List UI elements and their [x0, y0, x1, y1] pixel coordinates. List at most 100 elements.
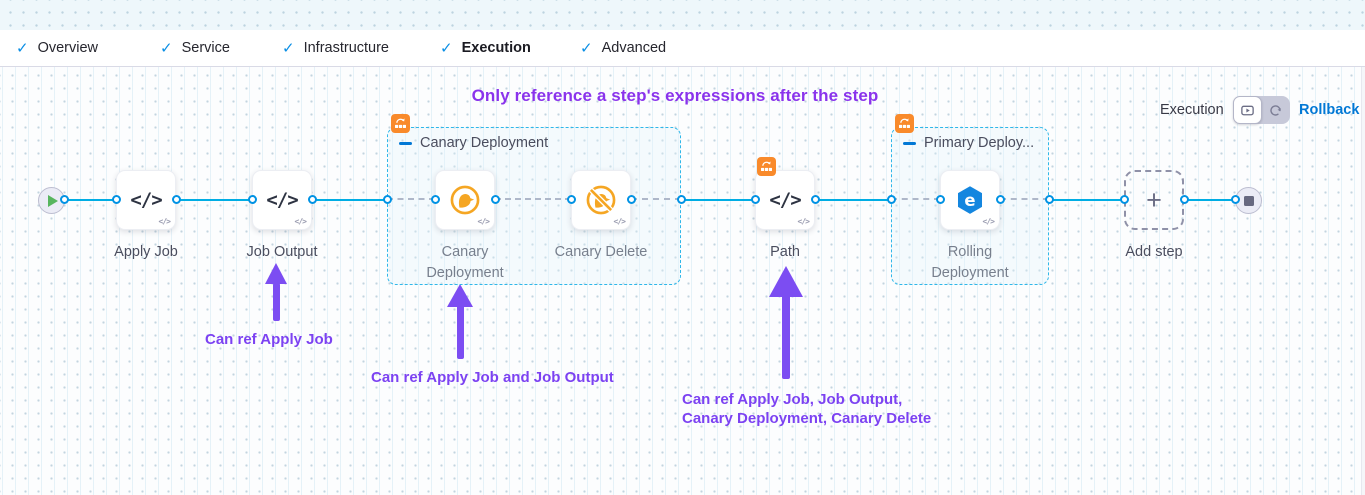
port[interactable]: [751, 195, 760, 204]
check-icon: ✓: [440, 40, 453, 57]
port[interactable]: [491, 195, 500, 204]
port[interactable]: [112, 195, 121, 204]
edge-addstep-end: [1184, 199, 1235, 201]
edge-start-applyjob: [64, 199, 116, 201]
execution-toggle-segment[interactable]: [1233, 96, 1262, 124]
port[interactable]: [936, 195, 945, 204]
tab-label: Overview: [37, 40, 99, 56]
tab-label: Execution: [461, 40, 531, 56]
port[interactable]: [627, 195, 636, 204]
annotation-arrow-icon: [782, 295, 790, 379]
step-group-canary-deployment[interactable]: Canary Deployment: [387, 127, 681, 285]
annotation-ref1: Can ref Apply Job: [205, 331, 333, 348]
tab-infrastructure[interactable]: ✓ Infrastructure: [282, 30, 389, 66]
step-apply-job[interactable]: </> </>: [116, 170, 176, 230]
code-icon: </>: [130, 189, 162, 211]
plus-icon: +: [1146, 184, 1162, 215]
annotation-arrow-icon: [265, 263, 287, 284]
tab-advanced[interactable]: ✓ Advanced: [580, 30, 666, 66]
port[interactable]: [1231, 195, 1240, 204]
collapse-group-icon[interactable]: [399, 141, 412, 145]
execution-graph-canvas[interactable]: [0, 67, 1365, 495]
tab-label: Infrastructure: [303, 40, 389, 56]
port[interactable]: [172, 195, 181, 204]
port[interactable]: [1180, 195, 1189, 204]
edge-primarygroup-rolling: [891, 198, 940, 200]
edge-rolling-groupexit: [1000, 198, 1049, 200]
port[interactable]: [60, 195, 69, 204]
step-group-badge-icon: [757, 157, 776, 176]
group-header: Primary Deploy...: [903, 135, 1034, 151]
code-icon: </>: [266, 189, 298, 211]
canary-delete-icon: [586, 185, 616, 215]
step-group-badge-icon: [391, 114, 410, 133]
edge-canarydelete-groupexit: [631, 198, 681, 200]
check-icon: ✓: [580, 40, 593, 57]
port[interactable]: [1045, 195, 1054, 204]
check-icon: ✓: [16, 40, 29, 57]
edge-applyjob-joboutput: [176, 199, 252, 201]
canvas-annotation-title: Only reference a step's expressions afte…: [471, 86, 879, 105]
port[interactable]: [811, 195, 820, 204]
annotation-ref2: Can ref Apply Job and Job Output: [371, 369, 614, 386]
annotation-ref3: Can ref Apply Job, Job Output, Canary De…: [682, 390, 931, 428]
port[interactable]: [383, 195, 392, 204]
group-name: Primary Deploy...: [924, 135, 1035, 151]
execution-icon: [1240, 105, 1254, 115]
tab-service[interactable]: ✓ Service: [160, 30, 230, 66]
tab-execution[interactable]: ✓ Execution: [440, 30, 531, 66]
rollback-toggle-segment[interactable]: [1262, 96, 1291, 124]
step-label-canary-deployment: Canary Deployment: [426, 244, 504, 281]
edge-primarygroup-addstep: [1049, 199, 1124, 201]
code-badge-icon: </>: [477, 217, 490, 226]
step-label-rolling-deployment: Rolling Deployment: [931, 244, 1009, 281]
code-badge-icon: </>: [158, 217, 171, 226]
step-canary-deployment[interactable]: </>: [435, 170, 495, 230]
edge-path-primarygroup: [815, 199, 891, 201]
edge-canarydeployment-canarydelete: [495, 198, 571, 200]
step-path[interactable]: </> </>: [755, 170, 815, 230]
port[interactable]: [431, 195, 440, 204]
port[interactable]: [1120, 195, 1129, 204]
execution-mode-label: Execution: [1160, 102, 1224, 118]
step-label-job-output: Job Output: [246, 244, 318, 260]
edge-joboutput-canarygroup: [312, 199, 387, 201]
annotation-arrow-icon: [769, 266, 803, 297]
edge-canarygroup-path: [681, 199, 755, 201]
collapse-group-icon[interactable]: [903, 141, 916, 145]
code-badge-icon: </>: [613, 217, 626, 226]
step-canary-delete[interactable]: </>: [571, 170, 631, 230]
canary-deployment-icon: [450, 185, 480, 215]
annotation-arrow-icon: [272, 283, 280, 321]
annotation-arrow-icon: [456, 305, 464, 359]
check-icon: ✓: [282, 40, 295, 57]
annotation-ref3-line1: Can ref Apply Job, Job Output,: [682, 391, 903, 408]
rollback-link[interactable]: Rollback: [1299, 102, 1360, 118]
execution-rollback-toggle[interactable]: [1233, 96, 1290, 124]
svg-text:e: e: [964, 191, 975, 210]
port[interactable]: [248, 195, 257, 204]
add-step-label: Add step: [1125, 244, 1183, 260]
port[interactable]: [308, 195, 317, 204]
stop-icon: [1243, 195, 1254, 206]
port[interactable]: [996, 195, 1005, 204]
rolling-deployment-icon: e: [957, 186, 983, 214]
group-name: Canary Deployment: [420, 135, 549, 151]
canvas-top-margin: [0, 0, 1365, 30]
step-rolling-deployment[interactable]: e </>: [940, 170, 1000, 230]
annotation-arrow-icon: [447, 284, 473, 307]
step-label-canary-delete: Canary Delete: [554, 244, 648, 260]
port[interactable]: [677, 195, 686, 204]
port[interactable]: [887, 195, 896, 204]
tab-label: Advanced: [601, 40, 667, 56]
step-label-apply-job: Apply Job: [114, 244, 178, 260]
step-job-output[interactable]: </> </>: [252, 170, 312, 230]
code-badge-icon: </>: [797, 217, 810, 226]
port[interactable]: [567, 195, 576, 204]
check-icon: ✓: [160, 40, 173, 57]
tab-overview[interactable]: ✓ Overview: [16, 30, 98, 66]
step-group-badge-icon: [895, 114, 914, 133]
play-icon: [48, 194, 58, 207]
add-step-button[interactable]: +: [1124, 170, 1184, 230]
